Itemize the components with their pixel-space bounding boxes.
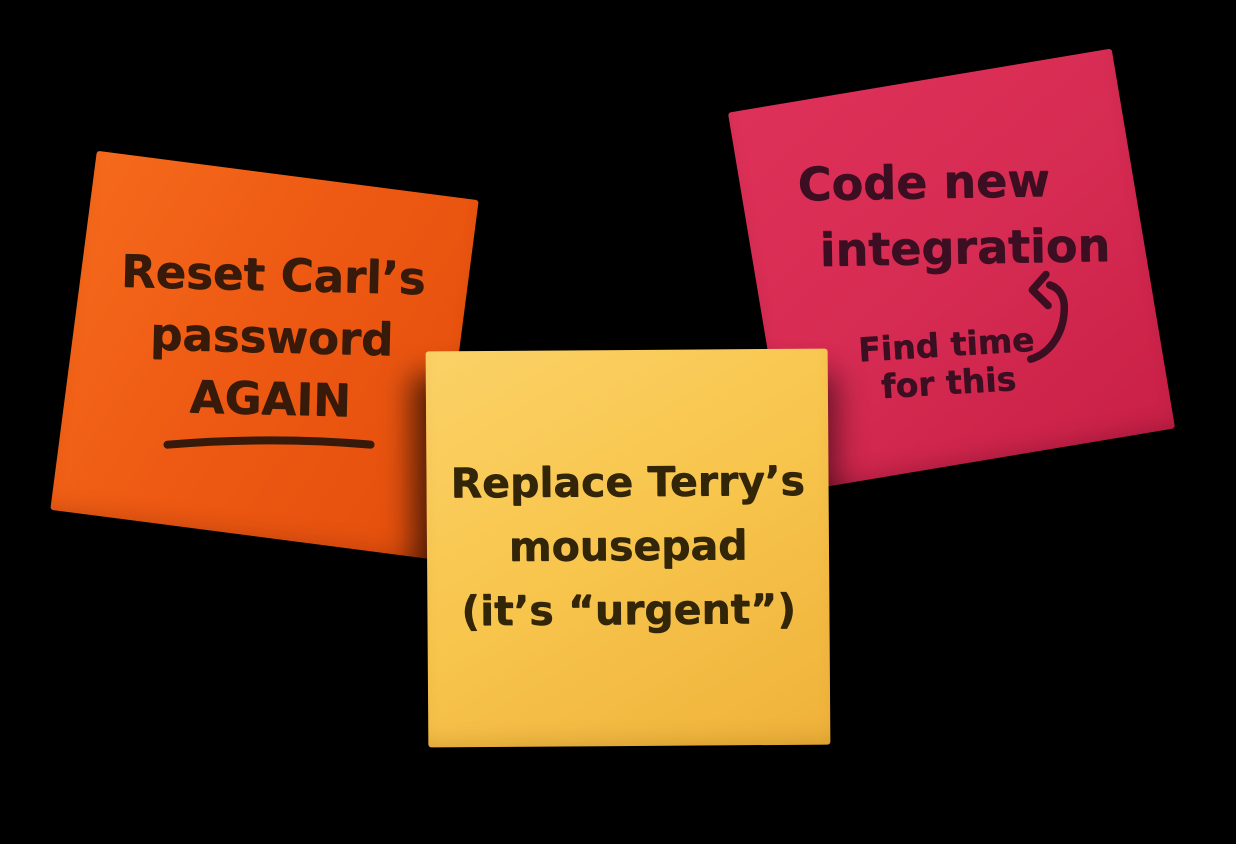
note-line: Code new	[797, 152, 1051, 212]
sticky-note-pink: Code new integration Find time for this	[727, 48, 1176, 493]
underline-stroke-icon	[163, 436, 375, 449]
sticky-note-orange: Reset Carl’s password AGAIN	[50, 150, 479, 560]
sticky-note-yellow: Replace Terry’s mousepad (it’s “urgent”)	[425, 348, 831, 748]
orange-note-text: Reset Carl’s password AGAIN	[76, 240, 466, 457]
curved-arrow-icon	[1026, 270, 1068, 363]
note-line: Reset Carl’s	[120, 244, 427, 305]
note-line: mousepad	[508, 521, 748, 571]
note-line-emphasized: AGAIN	[189, 370, 352, 428]
note-line: (it’s “urgent”)	[460, 584, 796, 636]
note-line: password	[149, 307, 394, 367]
note-line: integration	[819, 217, 1111, 277]
yellow-note-text: Replace Terry’s mousepad (it’s “urgent”)	[426, 449, 829, 644]
note-line: Replace Terry’s	[450, 456, 805, 508]
